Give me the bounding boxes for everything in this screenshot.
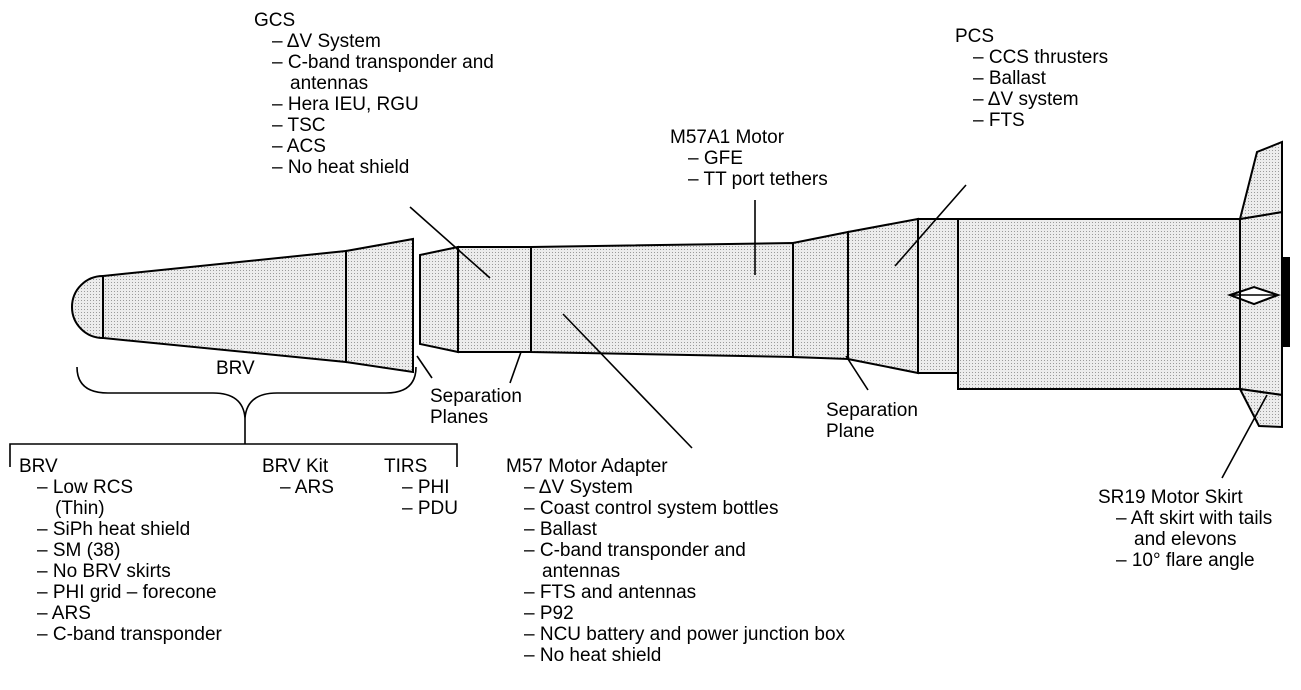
separation-plane-label: Separation Plane	[826, 400, 918, 442]
brv-bracket	[9, 443, 458, 467]
sr19-item: – 10° flare angle	[1116, 550, 1255, 571]
brv-list-item: – SM (38)	[37, 540, 121, 561]
m57-adapter-item: – C-band transponder and	[524, 540, 746, 561]
m57-adapter-item: – No heat shield	[524, 645, 662, 666]
brv-aft-section	[345, 237, 414, 374]
brv-forecone	[102, 249, 347, 364]
sr19-label: SR19 Motor Skirt – Aft skirt with tails …	[1098, 487, 1272, 571]
separation-planes-label: Separation Planes	[430, 386, 522, 428]
brv-center-label: BRV	[216, 358, 255, 379]
brv-list-item: – PHI grid – forecone	[37, 582, 217, 603]
m57-adapter-item: – P92	[524, 603, 574, 624]
gcs-item: – ΔV System	[272, 31, 381, 52]
m57-adapter-item: – FTS and antennas	[524, 582, 697, 603]
sr19-item: – Aft skirt with tails	[1116, 508, 1273, 529]
pcs-item: – FTS	[973, 110, 1025, 131]
gcs-leader	[409, 206, 491, 279]
aft-nozzle	[1281, 257, 1290, 347]
brv-kit-label: BRV Kit – ARS	[262, 456, 334, 498]
gcs-section	[419, 245, 459, 354]
pcs-flare-section	[847, 217, 919, 375]
sr19-item: and elevons	[1134, 529, 1237, 550]
brv-kit-title: BRV Kit	[262, 456, 329, 477]
sep-plane-line: Separation	[826, 400, 918, 421]
m57-adapter-item: – Ballast	[524, 519, 597, 540]
m57a1-label: M57A1 Motor – GFE – TT port tethers	[670, 127, 828, 190]
gcs-item: antennas	[290, 73, 369, 94]
gcs-item: – TSC	[272, 115, 326, 136]
brv-list-title: BRV	[19, 456, 58, 477]
sr19-motor-section	[917, 218, 959, 374]
m57-adapter-item: antennas	[542, 561, 621, 582]
pcs-leader	[894, 184, 967, 267]
section-lines	[345, 219, 1241, 389]
m57-adapter-leader	[562, 313, 693, 449]
leader-lines	[409, 184, 1268, 479]
pcs-label: PCS – CCS thrusters – Ballast – ΔV syste…	[955, 26, 1108, 131]
gcs-item: – ACS	[272, 136, 326, 157]
m57-adapter-title: M57 Motor Adapter	[506, 456, 668, 477]
sep-planes-line: Planes	[430, 407, 489, 428]
gcs-item: – No heat shield	[272, 157, 410, 178]
brv-list-label: BRV – Low RCS (Thin) – SiPh heat shield …	[19, 456, 222, 645]
m57-adapter-item: – ΔV System	[524, 477, 633, 498]
gcs-title: GCS	[254, 10, 296, 31]
brv-list-item: (Thin)	[55, 498, 105, 519]
sep-planes-leader-1	[416, 355, 433, 379]
brv-list-item: – No BRV skirts	[37, 561, 171, 582]
brv-list-item: – ARS	[37, 603, 91, 624]
pcs-item: – ΔV system	[973, 89, 1079, 110]
transition-section	[792, 230, 849, 361]
m57-adapter-item: – NCU battery and power junction box	[524, 624, 846, 645]
tirs-title: TIRS	[384, 456, 428, 477]
lower-tail-fin	[1238, 387, 1283, 429]
gcs-item: – C-band transponder and	[272, 52, 494, 73]
m57a1-title: M57A1 Motor	[670, 127, 785, 148]
tirs-item: – PHI	[402, 477, 450, 498]
sep-planes-leader-2	[509, 351, 522, 384]
gcs-item: – Hera IEU, RGU	[272, 94, 419, 115]
m57a1-motor-section	[530, 241, 794, 359]
gcs-label: GCS – ΔV System – C-band transponder and…	[254, 10, 494, 178]
tirs-label: TIRS – PHI – PDU	[384, 456, 458, 519]
brv-list-item: – Low RCS	[37, 477, 134, 498]
pcs-title: PCS	[955, 26, 995, 47]
sep-plane-leader	[845, 355, 869, 391]
m57-adapter-label: M57 Motor Adapter – ΔV System – Coast co…	[506, 456, 845, 666]
m57-motor-adapter-section	[457, 246, 532, 353]
nose-cap	[71, 274, 104, 340]
sr19-leader	[1221, 394, 1268, 479]
brv-list-item: – SiPh heat shield	[37, 519, 191, 540]
upper-tail-fin	[1238, 140, 1283, 221]
m57-adapter-item: – Coast control system bottles	[524, 498, 779, 519]
sep-plane-line: Plane	[826, 421, 875, 442]
m57a1-item: – GFE	[688, 148, 743, 169]
brv-kit-item: – ARS	[280, 477, 334, 498]
sep-planes-line: Separation	[430, 386, 522, 407]
pcs-item: – CCS thrusters	[973, 47, 1109, 68]
brv-list-item: – C-band transponder	[37, 624, 222, 645]
tirs-item: – PDU	[402, 498, 458, 519]
pcs-item: – Ballast	[973, 68, 1046, 89]
sr19-motor-case	[957, 210, 1283, 397]
sr19-title: SR19 Motor Skirt	[1098, 487, 1243, 508]
m57a1-item: – TT port tethers	[688, 169, 828, 190]
